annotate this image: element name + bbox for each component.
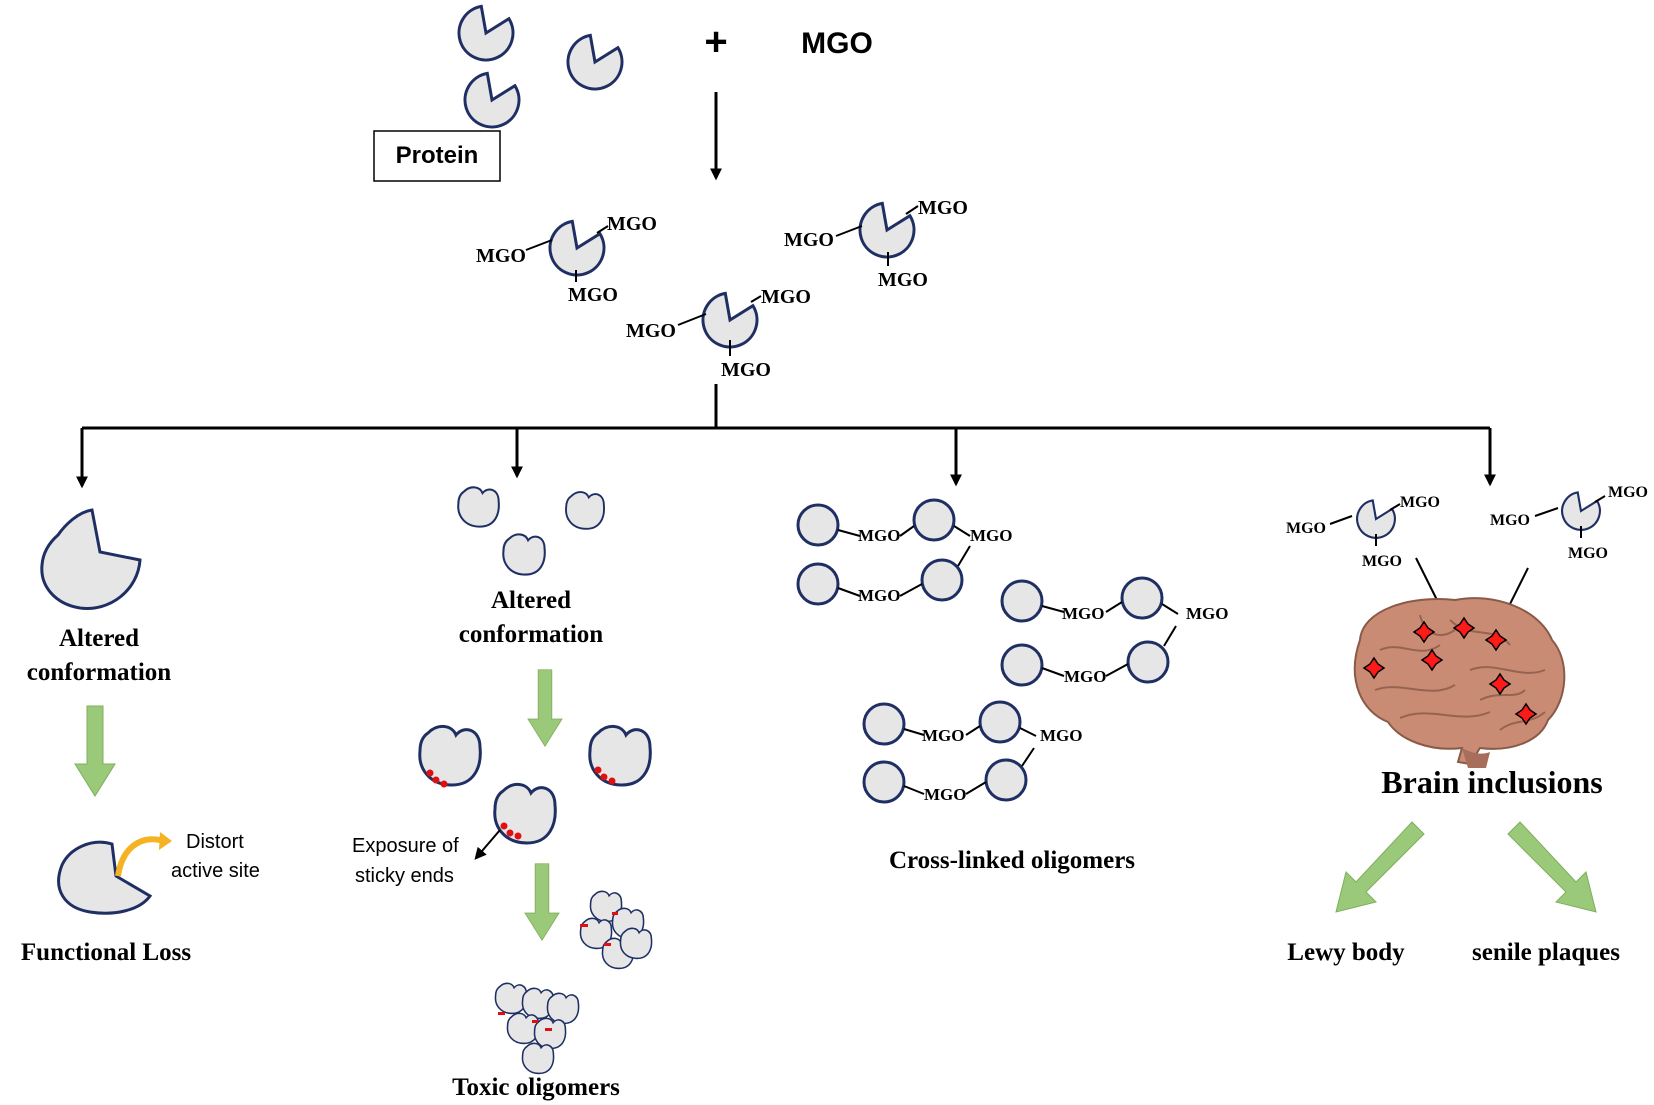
misfolded-protein — [457, 486, 500, 528]
mgo-adduct-label: MGO — [1608, 484, 1648, 501]
toxic-oligomer-cluster — [494, 982, 580, 1075]
cross-linked-pair: MGO MGO MGO — [1000, 576, 1229, 687]
misfolded-protein — [502, 533, 546, 576]
toxic-oligomer-cluster — [579, 890, 653, 970]
native-protein — [566, 33, 624, 91]
sticky-protein — [493, 782, 557, 845]
mgo-adduct-label: MGO — [784, 229, 834, 251]
altered-conformation-label: conformation — [27, 659, 172, 686]
exposure-note: Exposure of — [352, 835, 459, 857]
mgo-adduct-label: MGO — [568, 284, 618, 306]
altered-conformation-label: Altered — [59, 625, 139, 652]
branch-altered-conformation-functional-loss: Altered conformation Distort active site… — [21, 508, 260, 966]
modified-protein-small: MGO MGO MGO — [1490, 484, 1648, 562]
lesion-markers — [1362, 616, 1538, 726]
functional-loss-label: Functional Loss — [21, 939, 191, 966]
altered-conformation-label: Altered — [491, 587, 571, 614]
green-down-arrow — [524, 863, 560, 941]
cross-linked-pair: MGO MGO MGO — [796, 498, 1013, 606]
mgo-crosslink-label: MGO — [1186, 604, 1229, 623]
protein-label: Protein — [396, 142, 479, 169]
green-diagonal-arrow — [1335, 821, 1425, 913]
mgo-crosslink-label: MGO — [1062, 604, 1105, 623]
brain-illustration — [1353, 597, 1566, 768]
mgo-crosslink-label: MGO — [970, 526, 1013, 545]
mgo-crosslink-label: MGO — [858, 586, 901, 605]
modified-protein-small: MGO MGO MGO — [1286, 494, 1440, 570]
mgo-crosslink-label: MGO — [922, 726, 965, 745]
mgo-adduct-label: MGO — [1568, 545, 1608, 562]
mgo-adduct-label: MGO — [721, 359, 771, 381]
mgo-crosslink-label: MGO — [1064, 667, 1107, 686]
distorted-protein — [57, 840, 153, 915]
mgo-adduct-label: MGO — [626, 320, 676, 342]
branch-altered-conformation-toxic-oligomers: Altered conformation Exposure of sticky … — [352, 486, 653, 1101]
mgo-adduct-label: MGO — [761, 286, 811, 308]
lewy-body-label: Lewy body — [1287, 939, 1405, 966]
mgo-reagent-label: MGO — [801, 27, 873, 60]
green-down-arrow — [527, 669, 563, 747]
senile-plaques-label: senile plaques — [1472, 939, 1620, 966]
misfolded-protein — [565, 491, 605, 530]
sticky-ends-pointer — [474, 829, 501, 860]
modified-protein-1: MGO MGO MGO — [476, 213, 657, 306]
toxic-oligomers-label: Toxic oligomers — [452, 1074, 620, 1101]
branch-brain-inclusions: MGO MGO MGO MGO MGO MGO — [1286, 484, 1648, 966]
mgo-adduct-label: MGO — [1286, 520, 1326, 537]
green-diagonal-arrow — [1507, 821, 1597, 913]
curved-arrow — [115, 836, 161, 877]
mgo-crosslink-label: MGO — [924, 785, 967, 804]
mgo-adduct-label: MGO — [1490, 512, 1530, 529]
mgo-adduct-label: MGO — [607, 213, 657, 235]
modified-protein-2: MGO MGO MGO — [784, 197, 968, 291]
distort-active-site-note: Distort — [186, 831, 244, 853]
green-down-arrow — [74, 705, 116, 797]
branch-tree — [76, 384, 1496, 489]
sticky-ends — [426, 766, 616, 840]
modified-protein-3: MGO MGO MGO — [626, 286, 811, 381]
plus-sign: + — [704, 20, 727, 64]
mgo-adduct-label: MGO — [476, 245, 526, 267]
mgo-adduct-label: MGO — [1362, 553, 1402, 570]
native-protein — [457, 4, 515, 62]
native-protein — [463, 71, 521, 129]
altered-conformation-label: conformation — [459, 621, 604, 648]
brain-inclusions-label: Brain inclusions — [1381, 764, 1602, 800]
mgo-adduct-label: MGO — [1400, 494, 1440, 511]
protein-label-box — [373, 130, 501, 182]
exposure-note: sticky ends — [355, 865, 454, 887]
curved-arrow-head — [159, 832, 172, 850]
misfolded-protein — [40, 508, 142, 610]
mgo-crosslink-label: MGO — [1040, 726, 1083, 745]
sticky-protein — [588, 724, 652, 787]
mgo-adduct-label: MGO — [918, 197, 968, 219]
mgo-adduct-label: MGO — [878, 269, 928, 291]
native-protein-group — [457, 4, 624, 129]
cross-linked-oligomers-label: Cross-linked oligomers — [889, 847, 1135, 874]
distort-active-site-note: active site — [171, 860, 260, 882]
cross-linked-pair: MGO MGO MGO — [862, 700, 1083, 804]
mgo-crosslink-label: MGO — [858, 526, 901, 545]
branch-cross-linked-oligomers: MGO MGO MGO MGO MGO MGO MGO MGO MGO Cros… — [796, 498, 1229, 874]
